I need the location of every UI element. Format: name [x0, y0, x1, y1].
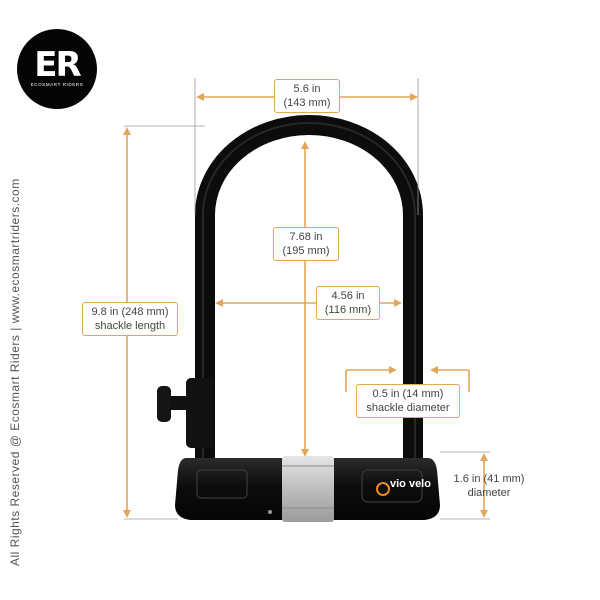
inner-width-value-in: 4.56 in [331, 290, 365, 302]
body-diameter-caption: diameter [467, 487, 511, 499]
shackle-length-caption: shackle length [94, 320, 166, 332]
inner-height-value-mm: (195 mm) [282, 245, 330, 257]
inner-height-label: 7.68 in (195 mm) [273, 227, 339, 261]
body-diameter-value: 1.6 in (41 mm) [453, 473, 525, 485]
width-label: 5.6 in (143 mm) [274, 79, 340, 113]
shackle-diameter-label: 0.5 in (14 mm) shackle diameter [356, 384, 460, 418]
lock-band [282, 456, 334, 522]
width-value-in: 5.6 in [293, 83, 321, 95]
inner-width-label: 4.56 in (116 mm) [316, 286, 380, 320]
shackle-diameter-value: 0.5 in (14 mm) [372, 388, 444, 400]
logo-subtitle: ECOSMART RIDERS [30, 82, 84, 87]
key-knob [186, 378, 214, 448]
inner-height-value-in: 7.68 in [289, 231, 323, 243]
shackle-length-value: 9.8 in (248 mm) [91, 306, 169, 318]
shackle-length-label: 9.8 in (248 mm) shackle length [82, 302, 178, 336]
inner-width-value-mm: (116 mm) [324, 304, 372, 316]
logo-mark: ER [34, 45, 81, 85]
brand-name: vio velo [390, 478, 431, 490]
ecosmart-riders-logo: ER ECOSMART RIDERS [17, 29, 97, 109]
brand-logo-icon [376, 482, 390, 496]
shackle [195, 115, 423, 468]
width-value-mm: (143 mm) [283, 97, 331, 109]
body-diameter-label: 1.6 in (41 mm) diameter [446, 472, 532, 500]
shackle-diameter-caption: shackle diameter [366, 402, 450, 414]
